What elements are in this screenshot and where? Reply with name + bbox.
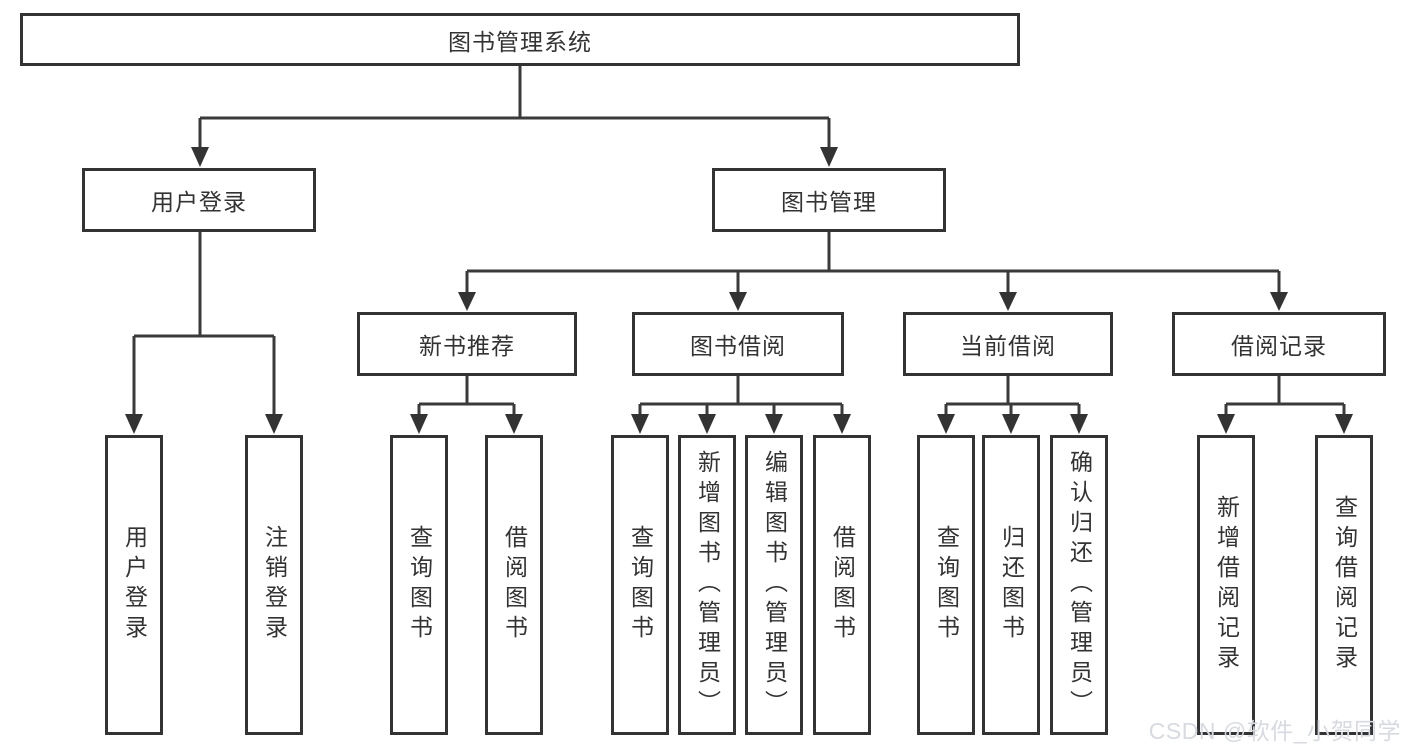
node-label: 图书管理 xyxy=(781,189,877,215)
arrow-down-icon xyxy=(698,414,716,434)
node-label: 借阅图书 xyxy=(501,525,528,645)
connector-user-login-to-leaves xyxy=(125,231,283,434)
connector-book-borrow-to-leaves xyxy=(631,375,851,434)
node-leaf-borrow-books: 借阅图书 xyxy=(813,435,871,735)
arrow-down-icon xyxy=(820,147,838,167)
arrow-down-icon xyxy=(1070,414,1088,434)
node-leaf-query-books-recommend: 查询图书 xyxy=(390,435,448,735)
arrow-down-icon xyxy=(125,414,143,434)
node-leaf-logout: 注销登录 xyxy=(245,435,303,735)
node-current-borrow: 当前借阅 xyxy=(903,312,1113,376)
node-label: 借阅记录 xyxy=(1231,333,1327,359)
node-label: 借阅图书 xyxy=(829,525,856,645)
arrow-down-icon xyxy=(458,292,476,311)
node-library-management-system: 图书管理系统 xyxy=(20,13,1020,66)
node-leaf-add-books-admin: 新增图书（管理员） xyxy=(678,435,736,735)
node-leaf-confirm-return-admin: 确认归还（管理员） xyxy=(1050,435,1108,735)
node-leaf-edit-books-admin: 编辑图书（管理员） xyxy=(745,435,803,735)
node-label: 编辑图书（管理员） xyxy=(761,450,788,720)
node-label: 图书借阅 xyxy=(690,333,786,359)
arrow-down-icon xyxy=(937,414,955,434)
arrow-down-icon xyxy=(410,414,428,434)
node-label: 图书管理系统 xyxy=(448,28,592,55)
arrow-down-icon xyxy=(1335,414,1353,434)
connector-new-book-recommend-to-leaves xyxy=(410,375,523,434)
arrow-down-icon xyxy=(729,292,747,311)
node-book-borrow: 图书借阅 xyxy=(632,312,844,376)
node-label: 归还图书 xyxy=(998,525,1025,645)
arrow-down-icon xyxy=(1217,414,1235,434)
arrow-down-icon xyxy=(999,292,1017,311)
node-leaf-borrow-books-recommend: 借阅图书 xyxy=(485,435,543,735)
node-label: 当前借阅 xyxy=(960,333,1056,359)
arrow-down-icon xyxy=(833,414,851,434)
node-user-login: 用户登录 xyxy=(82,168,316,232)
arrow-down-icon xyxy=(765,414,783,434)
arrow-down-icon xyxy=(1002,414,1020,434)
node-label: 新书推荐 xyxy=(419,333,515,359)
arrow-down-icon xyxy=(631,414,649,434)
node-label: 新增借阅记录 xyxy=(1213,495,1240,675)
node-leaf-add-borrow-record: 新增借阅记录 xyxy=(1197,435,1255,735)
node-new-book-recommend: 新书推荐 xyxy=(357,312,577,376)
node-borrow-records: 借阅记录 xyxy=(1172,312,1386,376)
node-leaf-query-books-current: 查询图书 xyxy=(917,435,975,735)
node-label: 查询图书 xyxy=(627,525,654,645)
node-label: 新增图书（管理员） xyxy=(694,450,721,720)
arrow-down-icon xyxy=(265,414,283,434)
connector-root-to-level2 xyxy=(191,66,838,167)
node-book-management: 图书管理 xyxy=(712,168,946,232)
node-label: 用户登录 xyxy=(121,525,148,645)
node-label: 注销登录 xyxy=(261,525,288,645)
node-label: 查询图书 xyxy=(933,525,960,645)
arrow-down-icon xyxy=(505,414,523,434)
node-leaf-return-books: 归还图书 xyxy=(982,435,1040,735)
node-leaf-query-borrow-record: 查询借阅记录 xyxy=(1315,435,1373,735)
connector-borrow-records-to-leaves xyxy=(1217,375,1353,434)
arrow-down-icon xyxy=(191,147,209,167)
arrow-down-icon xyxy=(1270,292,1288,311)
node-leaf-user-login: 用户登录 xyxy=(105,435,163,735)
node-label: 查询图书 xyxy=(406,525,433,645)
node-label: 用户登录 xyxy=(151,189,247,215)
connector-current-borrow-to-leaves xyxy=(937,375,1088,434)
node-label: 确认归还（管理员） xyxy=(1066,450,1093,720)
watermark: CSDN @软件_小贺同学 xyxy=(1148,718,1401,744)
node-leaf-query-books-borrow: 查询图书 xyxy=(611,435,669,735)
connector-book-management-to-level3 xyxy=(458,231,1288,311)
node-label: 查询借阅记录 xyxy=(1331,495,1358,675)
